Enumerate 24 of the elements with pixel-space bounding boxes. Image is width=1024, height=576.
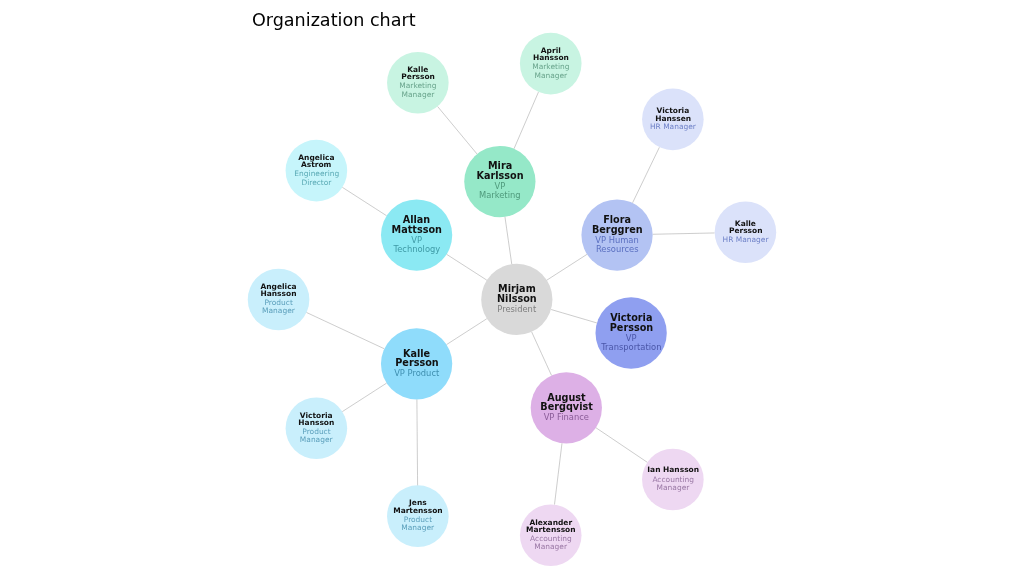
connector (513, 91, 539, 149)
node-circle: Allan Mattsson VP Technology (380, 199, 453, 271)
diagram-title: Organization chart (251, 9, 416, 30)
connector (554, 443, 563, 505)
node-circle: Victoria Persson VP Transportation (595, 297, 667, 369)
node-circle: Flora Berggren VP Human Resources (581, 199, 653, 271)
connector (446, 318, 487, 345)
connector (504, 216, 512, 265)
connector (546, 254, 588, 281)
connector (531, 331, 552, 376)
connector (342, 187, 387, 216)
connector (437, 106, 478, 155)
connector (342, 382, 387, 412)
node-circle: August Bergqvist VP Finance (530, 372, 602, 444)
node-circle: Mirjam Nilsson President (481, 263, 553, 336)
node-circle: Mira Karlsson VP Marketing (464, 145, 536, 218)
connector (416, 399, 418, 486)
connector (306, 312, 385, 349)
connector (446, 254, 487, 281)
connector (550, 309, 598, 324)
node-circle: Kalle Persson VP Product (380, 328, 453, 400)
connector (632, 147, 660, 204)
connector (652, 232, 715, 235)
connector (595, 427, 648, 463)
